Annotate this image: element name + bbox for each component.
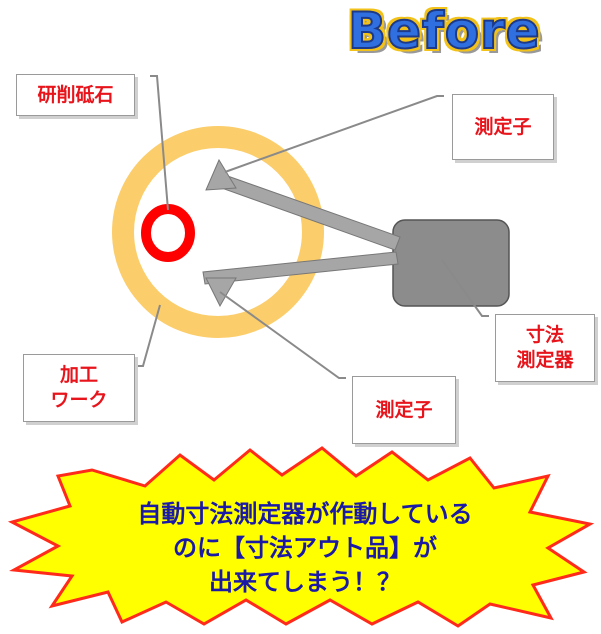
label-gauge-line2: 測定器 [516,349,574,371]
warning-message-line1: 自動寸法測定器が作動している [137,500,473,528]
label-probe-bottom: 測定子 [352,376,456,444]
warning-message-line2: のに【寸法アウト品】が [173,534,437,562]
label-workpiece-line2: ワーク [50,389,108,411]
label-grinding-wheel: 研削砥石 [16,74,135,116]
workpiece-ring [112,126,324,338]
before-title: Before [347,1,541,61]
label-probe-top: 測定子 [452,94,554,160]
label-gauge: 寸法 測定器 [495,314,595,382]
label-probe-top-text: 測定子 [474,115,532,138]
label-workpiece: 加工 ワーク [23,354,135,422]
leader-probe-bottom [219,291,346,379]
label-workpiece-line1: 加工 [59,364,98,387]
gauge-body [392,219,510,307]
label-grinding-wheel-text: 研削砥石 [37,83,114,106]
leader-probe-top [224,95,444,173]
warning-message-line3: 出来てしまう！？ [209,568,401,596]
leader-workpiece [135,304,161,367]
probe-tip-top [205,158,237,191]
leader-gauge [441,259,489,317]
label-probe-bottom-text: 測定子 [375,398,433,421]
grinding-wheel [141,204,195,262]
probe-arm-bottom [202,251,399,285]
leader-grinding-wheel [150,75,169,211]
exclamation-burst [7,446,595,628]
warning-message: 自動寸法測定器が作動している のに【寸法アウト品】が 出来てしまう！？ [70,497,540,599]
label-gauge-line1: 寸法 [525,324,564,347]
